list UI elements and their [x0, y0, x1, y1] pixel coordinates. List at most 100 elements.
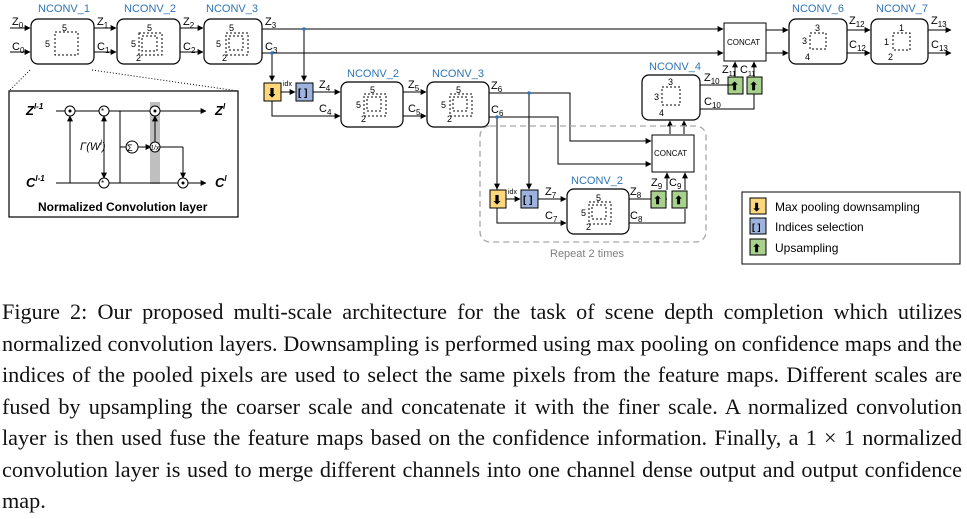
nconv-2b-label: NCONV_2: [347, 68, 399, 80]
idx-label: idx: [283, 81, 292, 88]
up-arrow-icon: ⬆: [749, 81, 758, 93]
c8-label: C8: [630, 210, 643, 224]
up-arrow-icon: ⬆: [674, 195, 683, 207]
z11-label: Z11: [722, 64, 736, 78]
nconv-7-label: NCONV_7: [876, 3, 928, 15]
dilation-label: 2: [136, 53, 141, 63]
inset-title: Normalized Convolution layer: [38, 200, 208, 214]
kernel-size-label: 5: [581, 208, 586, 218]
kernel-size-label: 5: [229, 23, 234, 33]
upsample-block-1b: ⬆: [671, 190, 688, 209]
index-select-block-1: [ ]: [295, 82, 314, 102]
z0-label: Z0: [12, 16, 24, 30]
c9-label: C9: [669, 177, 682, 191]
nconv-6-label: NCONV_6: [792, 3, 844, 15]
repeat-label: Repeat 2 times: [550, 248, 624, 260]
architecture-diagram: NCONV_1 5 5 NCONV_2 5 5 2 NCONV_3 5 5 2: [8, 3, 961, 265]
sum-icon: Σ: [127, 143, 133, 153]
c0-label: C0: [12, 41, 25, 55]
brackets-icon: [ ]: [298, 88, 307, 99]
dilation-label: 4: [805, 52, 810, 62]
nconv-7-block: NCONV_7 1 1 2: [870, 3, 929, 65]
legend-label-indices: Indices selection: [775, 220, 864, 234]
z6-label: Z6: [491, 80, 503, 94]
kernel-size-label: 1: [884, 37, 889, 47]
kernel-size-label: 1: [899, 23, 904, 33]
z5-label: Z5: [408, 79, 420, 93]
reciprocal-icon: 1/x: [150, 145, 160, 152]
kernel-size-label: 5: [131, 39, 136, 49]
concat-middle-block: CONCAT: [651, 134, 695, 173]
maxpool-block-1: ⬇: [263, 82, 282, 102]
nconv-2c-block: NCONV_2 5 5 2: [566, 175, 630, 235]
c5-label: C5: [408, 103, 421, 117]
nconv-4-label: NCONV_4: [649, 61, 701, 73]
kernel-size-label: 5: [45, 39, 50, 49]
nconv-1-block: NCONV_1 5 5: [30, 3, 95, 65]
nconv-3b-block: NCONV_3 5 5 2: [426, 68, 490, 128]
c-out-label: Cl: [215, 174, 227, 190]
up-arrow-icon: ⬆: [752, 243, 761, 255]
multiply-icon: *: [101, 107, 104, 116]
z4-label: Z4: [319, 79, 331, 93]
nconv-4-block: NCONV_4 3 3 4: [641, 61, 701, 121]
upsample-block-2b: ⬆: [746, 76, 763, 95]
kernel-size-label: 5: [356, 100, 361, 110]
z9-label: Z9: [651, 177, 663, 191]
c4-label: C4: [319, 103, 332, 117]
dilation-label: 2: [447, 114, 452, 124]
dilation-label: 4: [659, 108, 664, 118]
nconv-3b-label: NCONV_3: [432, 68, 484, 80]
c2-label: C2: [183, 41, 196, 55]
kernel-size-label: 3: [802, 36, 807, 46]
dilation-label: 2: [222, 53, 227, 63]
c10-label: C10: [704, 96, 721, 110]
kernel-size-label: 3: [815, 23, 820, 33]
nconv-2-block: NCONV_2 5 5 2: [116, 3, 181, 65]
kernel-size-label: 5: [370, 85, 375, 95]
z12-label: Z12: [849, 15, 865, 29]
z-out-label: Zl: [214, 102, 226, 118]
multiply-icon: *: [101, 179, 104, 188]
concat-top-block: CONCAT: [723, 22, 767, 62]
normalized-conv-inset: * * Σ 1/x Γ(Wl) Zl-1 Cl-1 Zl Cl Normaliz…: [8, 69, 239, 218]
z3-label: Z3: [265, 16, 277, 30]
brackets-icon: [ ]: [752, 222, 761, 232]
c-in-label: Cl-1: [26, 174, 45, 190]
z13-label: Z13: [931, 15, 947, 29]
nconv-6-block: NCONV_6 3 3 4: [788, 3, 848, 65]
c11-label: C11: [740, 64, 755, 78]
z1-label: Z1: [97, 16, 109, 30]
brackets-icon: [ ]: [523, 195, 532, 206]
down-arrow-icon: ⬇: [267, 86, 277, 100]
nconv-2b-block: NCONV_2 5 5 2: [340, 68, 404, 128]
c7-label: C7: [545, 210, 558, 224]
down-arrow-icon: ⬇: [752, 202, 761, 214]
c6-label: C6: [491, 104, 504, 118]
repeat-region: [479, 125, 707, 243]
kernel-size-label: 5: [441, 100, 446, 110]
z10-label: Z10: [704, 72, 720, 86]
kernel-size-label: 5: [216, 39, 221, 49]
caption-text: Figure 2: Our proposed multi-scale archi…: [2, 299, 962, 513]
c12-label: C12: [849, 39, 866, 53]
kernel-size-label: 5: [596, 193, 601, 203]
up-arrow-icon: ⬆: [730, 81, 739, 93]
legend: ⬇ Max pooling downsampling [ ] Indices s…: [741, 191, 961, 265]
figure-caption: Figure 2: Our proposed multi-scale archi…: [2, 296, 962, 517]
z7-label: Z7: [545, 186, 557, 200]
legend-label-upsampling: Upsampling: [775, 241, 838, 255]
c3-label: C3: [265, 41, 278, 55]
nconv-3-label: NCONV_3: [206, 3, 258, 15]
concat-label: CONCAT: [727, 38, 760, 47]
nconv-2c-label: NCONV_2: [571, 175, 623, 187]
idx-label: idx: [508, 189, 517, 196]
kernel-size-label: 3: [668, 77, 673, 87]
nconv-3-block: NCONV_3 5 5 2: [203, 3, 263, 65]
nconv-2-label: NCONV_2: [124, 3, 176, 15]
kernel-size-label: 5: [147, 23, 152, 33]
c13-label: C13: [931, 39, 948, 53]
z8-label: Z8: [630, 186, 642, 200]
dilation-label: 2: [361, 114, 366, 124]
index-select-block-2: [ ]: [520, 189, 539, 209]
